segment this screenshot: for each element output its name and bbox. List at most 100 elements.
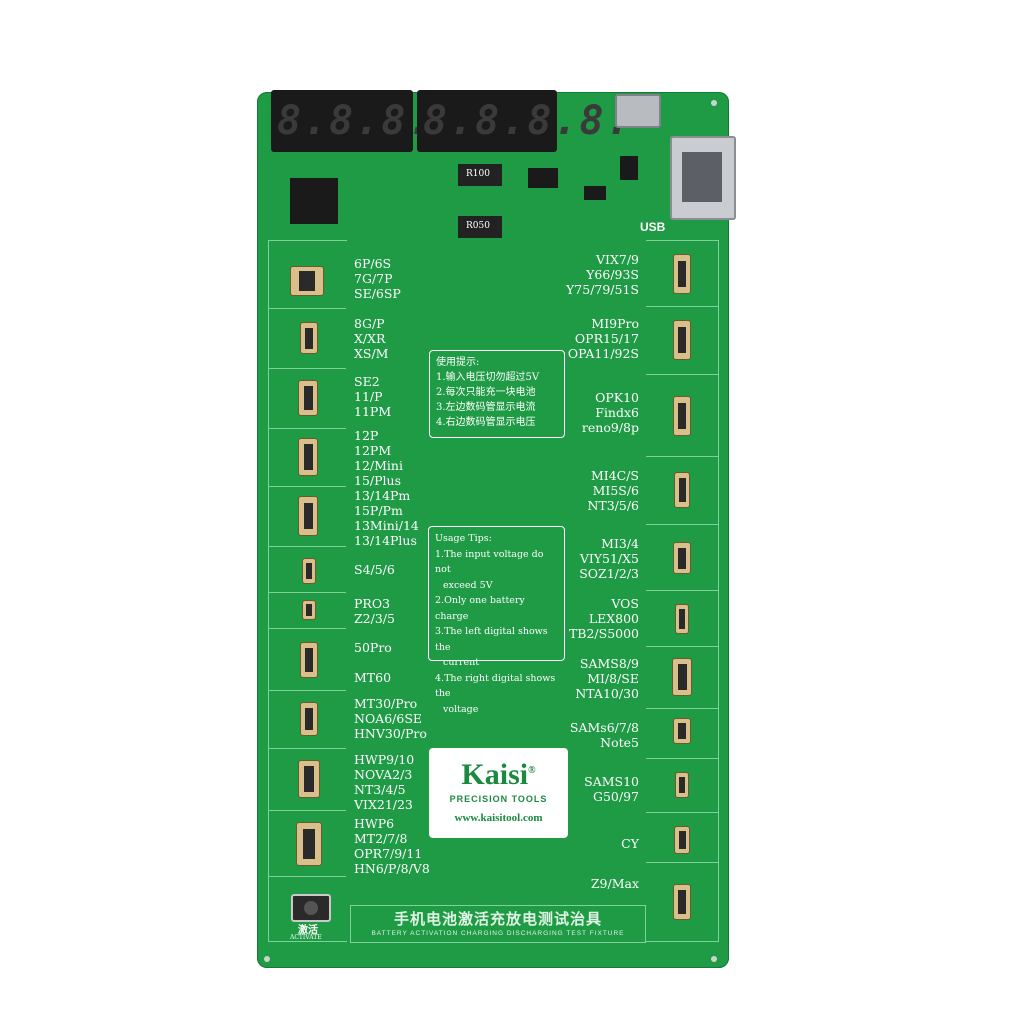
left-divider bbox=[268, 748, 346, 749]
fixture-title: 手机电池激活充放电测试治具 BATTERY ACTIVATION CHARGIN… bbox=[350, 905, 646, 943]
usage-tips-english: Usage Tips: 1.The input voltage do not e… bbox=[428, 526, 565, 715]
battery-connector[interactable] bbox=[672, 658, 692, 696]
left-divider bbox=[268, 810, 346, 811]
model-label: 13/14Pm 15P/Pm 13Mini/14 13/14Plus bbox=[354, 488, 419, 548]
resistor-r050: R050 bbox=[458, 216, 502, 238]
tips-line: 2.Only one battery charge bbox=[435, 595, 525, 622]
voltage-digits: 8.8.8.8. bbox=[423, 98, 632, 144]
left-divider bbox=[268, 368, 346, 369]
resistor-r100: R100 bbox=[458, 164, 502, 186]
current-display: 8.8.8.8. bbox=[271, 90, 484, 152]
model-label: HWP9/10 NOVA2/3 NT3/4/5 VIX21/23 bbox=[354, 752, 415, 812]
tips-line: current bbox=[443, 657, 480, 668]
model-label: VIX7/9 Y66/93S Y75/79/51S bbox=[566, 252, 639, 297]
battery-connector[interactable] bbox=[673, 718, 691, 744]
tips-line: 4.右边数码管显示电压 bbox=[436, 417, 536, 428]
battery-connector[interactable] bbox=[302, 558, 316, 584]
logo-name: Kaisi® bbox=[461, 758, 536, 791]
mounting-hole bbox=[711, 100, 717, 106]
right-divider bbox=[646, 524, 718, 525]
battery-connector[interactable] bbox=[673, 320, 691, 360]
kaisi-logo: Kaisi® PRECISION TOOLS www.kaisitool.com bbox=[429, 748, 568, 838]
battery-connector[interactable] bbox=[298, 496, 318, 536]
tips-line: voltage bbox=[443, 703, 479, 715]
model-label: 6P/6S 7G/7P SE/6SP bbox=[354, 256, 401, 301]
battery-connector[interactable] bbox=[296, 822, 322, 866]
model-label: PRO3 Z2/3/5 bbox=[354, 596, 395, 626]
left-divider bbox=[268, 592, 346, 593]
logo-url: www.kaisitool.com bbox=[454, 812, 543, 824]
battery-connector[interactable] bbox=[675, 772, 689, 798]
tips-line: 1.输入电压切勿超过5V bbox=[436, 372, 540, 383]
battery-connector[interactable] bbox=[673, 884, 691, 920]
right-divider bbox=[646, 646, 718, 647]
activate-button[interactable] bbox=[291, 894, 331, 922]
right-divider bbox=[646, 708, 718, 709]
model-label: MT30/Pro NOA6/6SE HNV30/Pro bbox=[354, 696, 427, 741]
logo-subtitle: PRECISION TOOLS bbox=[449, 794, 548, 804]
right-divider bbox=[646, 374, 718, 375]
model-label: S4/5/6 bbox=[354, 562, 395, 577]
model-label: SAMs6/7/8 Note5 bbox=[569, 720, 639, 750]
battery-connector[interactable] bbox=[298, 438, 318, 476]
ic-chip bbox=[528, 168, 558, 188]
micro-usb-port[interactable] bbox=[615, 94, 661, 128]
tips-title: Usage Tips: bbox=[435, 533, 492, 544]
right-divider bbox=[646, 306, 718, 307]
battery-connector[interactable] bbox=[300, 322, 318, 354]
microcontroller-chip bbox=[290, 178, 338, 224]
right-divider bbox=[646, 590, 718, 591]
battery-connector[interactable] bbox=[673, 254, 691, 294]
model-label: 12P 12PM 12/Mini 15/Plus bbox=[354, 428, 403, 488]
right-divider bbox=[646, 862, 718, 863]
tips-line: exceed 5V bbox=[443, 579, 493, 591]
model-label: VOS LEX800 TB2/S5000 bbox=[568, 596, 639, 641]
activate-label-en: ACTIVATE bbox=[290, 934, 322, 941]
right-divider bbox=[646, 812, 718, 813]
resistor-r050-label: R050 bbox=[466, 221, 490, 231]
model-label: HWP6 MT2/7/8 OPR7/9/11 HN6/P/8/V8 bbox=[354, 816, 430, 876]
model-label: OPK10 Findx6 reno9/8p bbox=[581, 390, 639, 435]
battery-connector[interactable] bbox=[300, 702, 318, 736]
right-divider bbox=[646, 456, 718, 457]
usb-label: USB bbox=[640, 220, 666, 234]
tips-line: 2.每次只能充一块电池 bbox=[436, 387, 536, 398]
right-divider bbox=[646, 758, 718, 759]
voltage-display: 8.8.8.8. bbox=[417, 90, 630, 152]
left-divider bbox=[268, 690, 346, 691]
model-label: MI3/4 VIY51/X5 SOZ1/2/3 bbox=[579, 536, 639, 581]
left-connector-column bbox=[268, 240, 347, 942]
tips-line: 3.左边数码管显示电流 bbox=[436, 402, 536, 413]
ic-chip bbox=[584, 186, 606, 200]
usb-port[interactable] bbox=[670, 136, 736, 220]
battery-connector[interactable] bbox=[290, 266, 324, 296]
left-divider bbox=[268, 428, 346, 429]
battery-connector[interactable] bbox=[302, 600, 316, 620]
model-label: Z9/Max bbox=[590, 876, 639, 891]
model-label: 8G/P X/XR XS/M bbox=[354, 316, 389, 361]
battery-connector[interactable] bbox=[300, 642, 318, 678]
battery-connector[interactable] bbox=[673, 542, 691, 574]
battery-connector[interactable] bbox=[675, 604, 689, 634]
left-divider bbox=[268, 546, 346, 547]
model-label: CY bbox=[621, 836, 639, 851]
left-divider bbox=[268, 486, 346, 487]
battery-connector[interactable] bbox=[674, 472, 690, 508]
battery-connector[interactable] bbox=[674, 826, 690, 854]
tips-line: 4.The right digital shows the bbox=[435, 672, 556, 700]
activate-label-cn: 激活 bbox=[298, 925, 318, 936]
battery-connector[interactable] bbox=[298, 760, 320, 798]
battery-connector[interactable] bbox=[298, 380, 318, 416]
tips-line: 1.The input voltage do not bbox=[435, 548, 544, 576]
tips-line: 3.The left digital shows the bbox=[435, 626, 548, 653]
model-label: MI4C/S MI5S/6 NT3/5/6 bbox=[587, 468, 639, 513]
left-divider bbox=[268, 308, 346, 309]
mounting-hole bbox=[711, 956, 717, 962]
mounting-hole bbox=[264, 956, 270, 962]
left-divider bbox=[268, 628, 346, 629]
model-label: 50Pro MT60 bbox=[354, 640, 392, 685]
battery-connector[interactable] bbox=[673, 396, 691, 436]
model-label: SAMS10 G50/97 bbox=[584, 774, 639, 804]
tips-title: 使用提示: bbox=[436, 357, 480, 368]
fixture-title-cn: 手机电池激活充放电测试治具 bbox=[393, 910, 602, 928]
